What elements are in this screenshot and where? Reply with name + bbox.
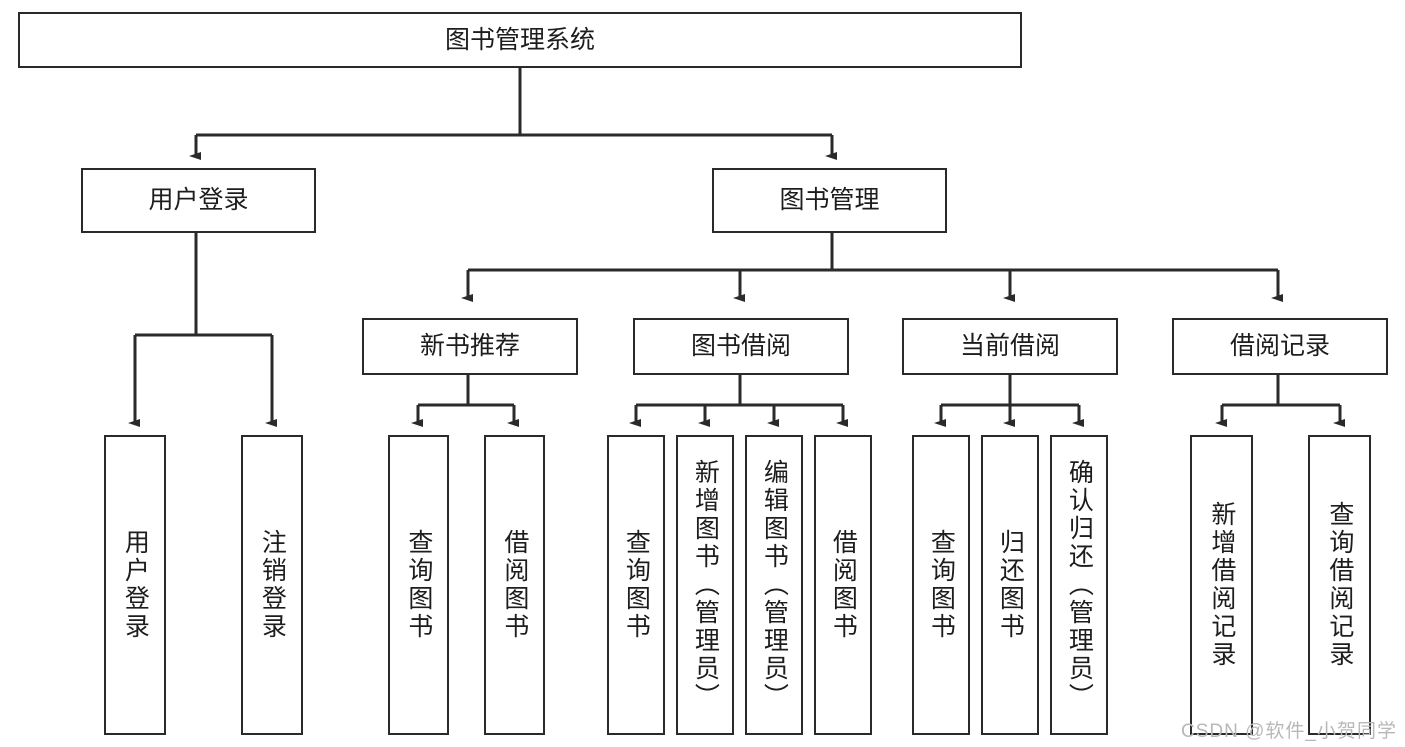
node-book-management-label: 图书管理 — [779, 186, 880, 215]
leaf-label: 编辑图书（管理员） — [760, 459, 789, 711]
leaf-book-borrow-add[interactable]: 新增图书（管理员） — [676, 435, 734, 735]
node-new-book-recommend[interactable]: 新书推荐 — [362, 318, 578, 375]
leaf-current-borrow-confirm[interactable]: 确认归还（管理员） — [1050, 435, 1108, 735]
node-borrow-record-label: 借阅记录 — [1229, 332, 1330, 361]
leaf-label: 新增借阅记录 — [1207, 501, 1236, 669]
node-root-label: 图书管理系统 — [444, 25, 595, 54]
node-current-borrow-label: 当前借阅 — [959, 332, 1060, 361]
leaf-label: 借阅图书 — [829, 529, 858, 641]
node-new-book-recommend-label: 新书推荐 — [419, 332, 520, 361]
leaf-user-login-logout[interactable]: 注销登录 — [241, 435, 303, 735]
node-book-borrow[interactable]: 图书借阅 — [633, 318, 849, 375]
node-user-login[interactable]: 用户登录 — [81, 168, 316, 233]
leaf-label: 查询图书 — [622, 529, 651, 641]
node-book-management[interactable]: 图书管理 — [712, 168, 947, 233]
leaf-label: 确认归还（管理员） — [1065, 459, 1094, 711]
leaf-label: 新增图书（管理员） — [691, 459, 720, 711]
leaf-label: 归还图书 — [996, 529, 1025, 641]
leaf-new-book-query[interactable]: 查询图书 — [388, 435, 449, 735]
node-user-login-label: 用户登录 — [148, 186, 249, 215]
leaf-borrow-record-query[interactable]: 查询借阅记录 — [1308, 435, 1371, 735]
leaf-book-borrow-query[interactable]: 查询图书 — [607, 435, 665, 735]
leaf-label: 借阅图书 — [500, 529, 529, 641]
leaf-book-borrow-edit[interactable]: 编辑图书（管理员） — [745, 435, 803, 735]
leaf-new-book-borrow[interactable]: 借阅图书 — [484, 435, 545, 735]
leaf-label: 查询图书 — [404, 529, 433, 641]
watermark: CSDN @软件_小贺同学 — [1181, 721, 1397, 742]
node-root[interactable]: 图书管理系统 — [18, 12, 1022, 68]
leaf-borrow-record-add[interactable]: 新增借阅记录 — [1190, 435, 1253, 735]
node-borrow-record[interactable]: 借阅记录 — [1172, 318, 1388, 375]
leaf-label: 查询图书 — [927, 529, 956, 641]
leaf-book-borrow-borrow[interactable]: 借阅图书 — [814, 435, 872, 735]
leaf-user-login-login[interactable]: 用户登录 — [104, 435, 166, 735]
leaf-label: 用户登录 — [121, 529, 150, 641]
leaf-current-borrow-query[interactable]: 查询图书 — [912, 435, 970, 735]
leaf-label: 查询借阅记录 — [1325, 501, 1354, 669]
node-current-borrow[interactable]: 当前借阅 — [902, 318, 1118, 375]
node-book-borrow-label: 图书借阅 — [690, 332, 791, 361]
leaf-label: 注销登录 — [258, 529, 287, 641]
leaf-current-borrow-return[interactable]: 归还图书 — [981, 435, 1039, 735]
